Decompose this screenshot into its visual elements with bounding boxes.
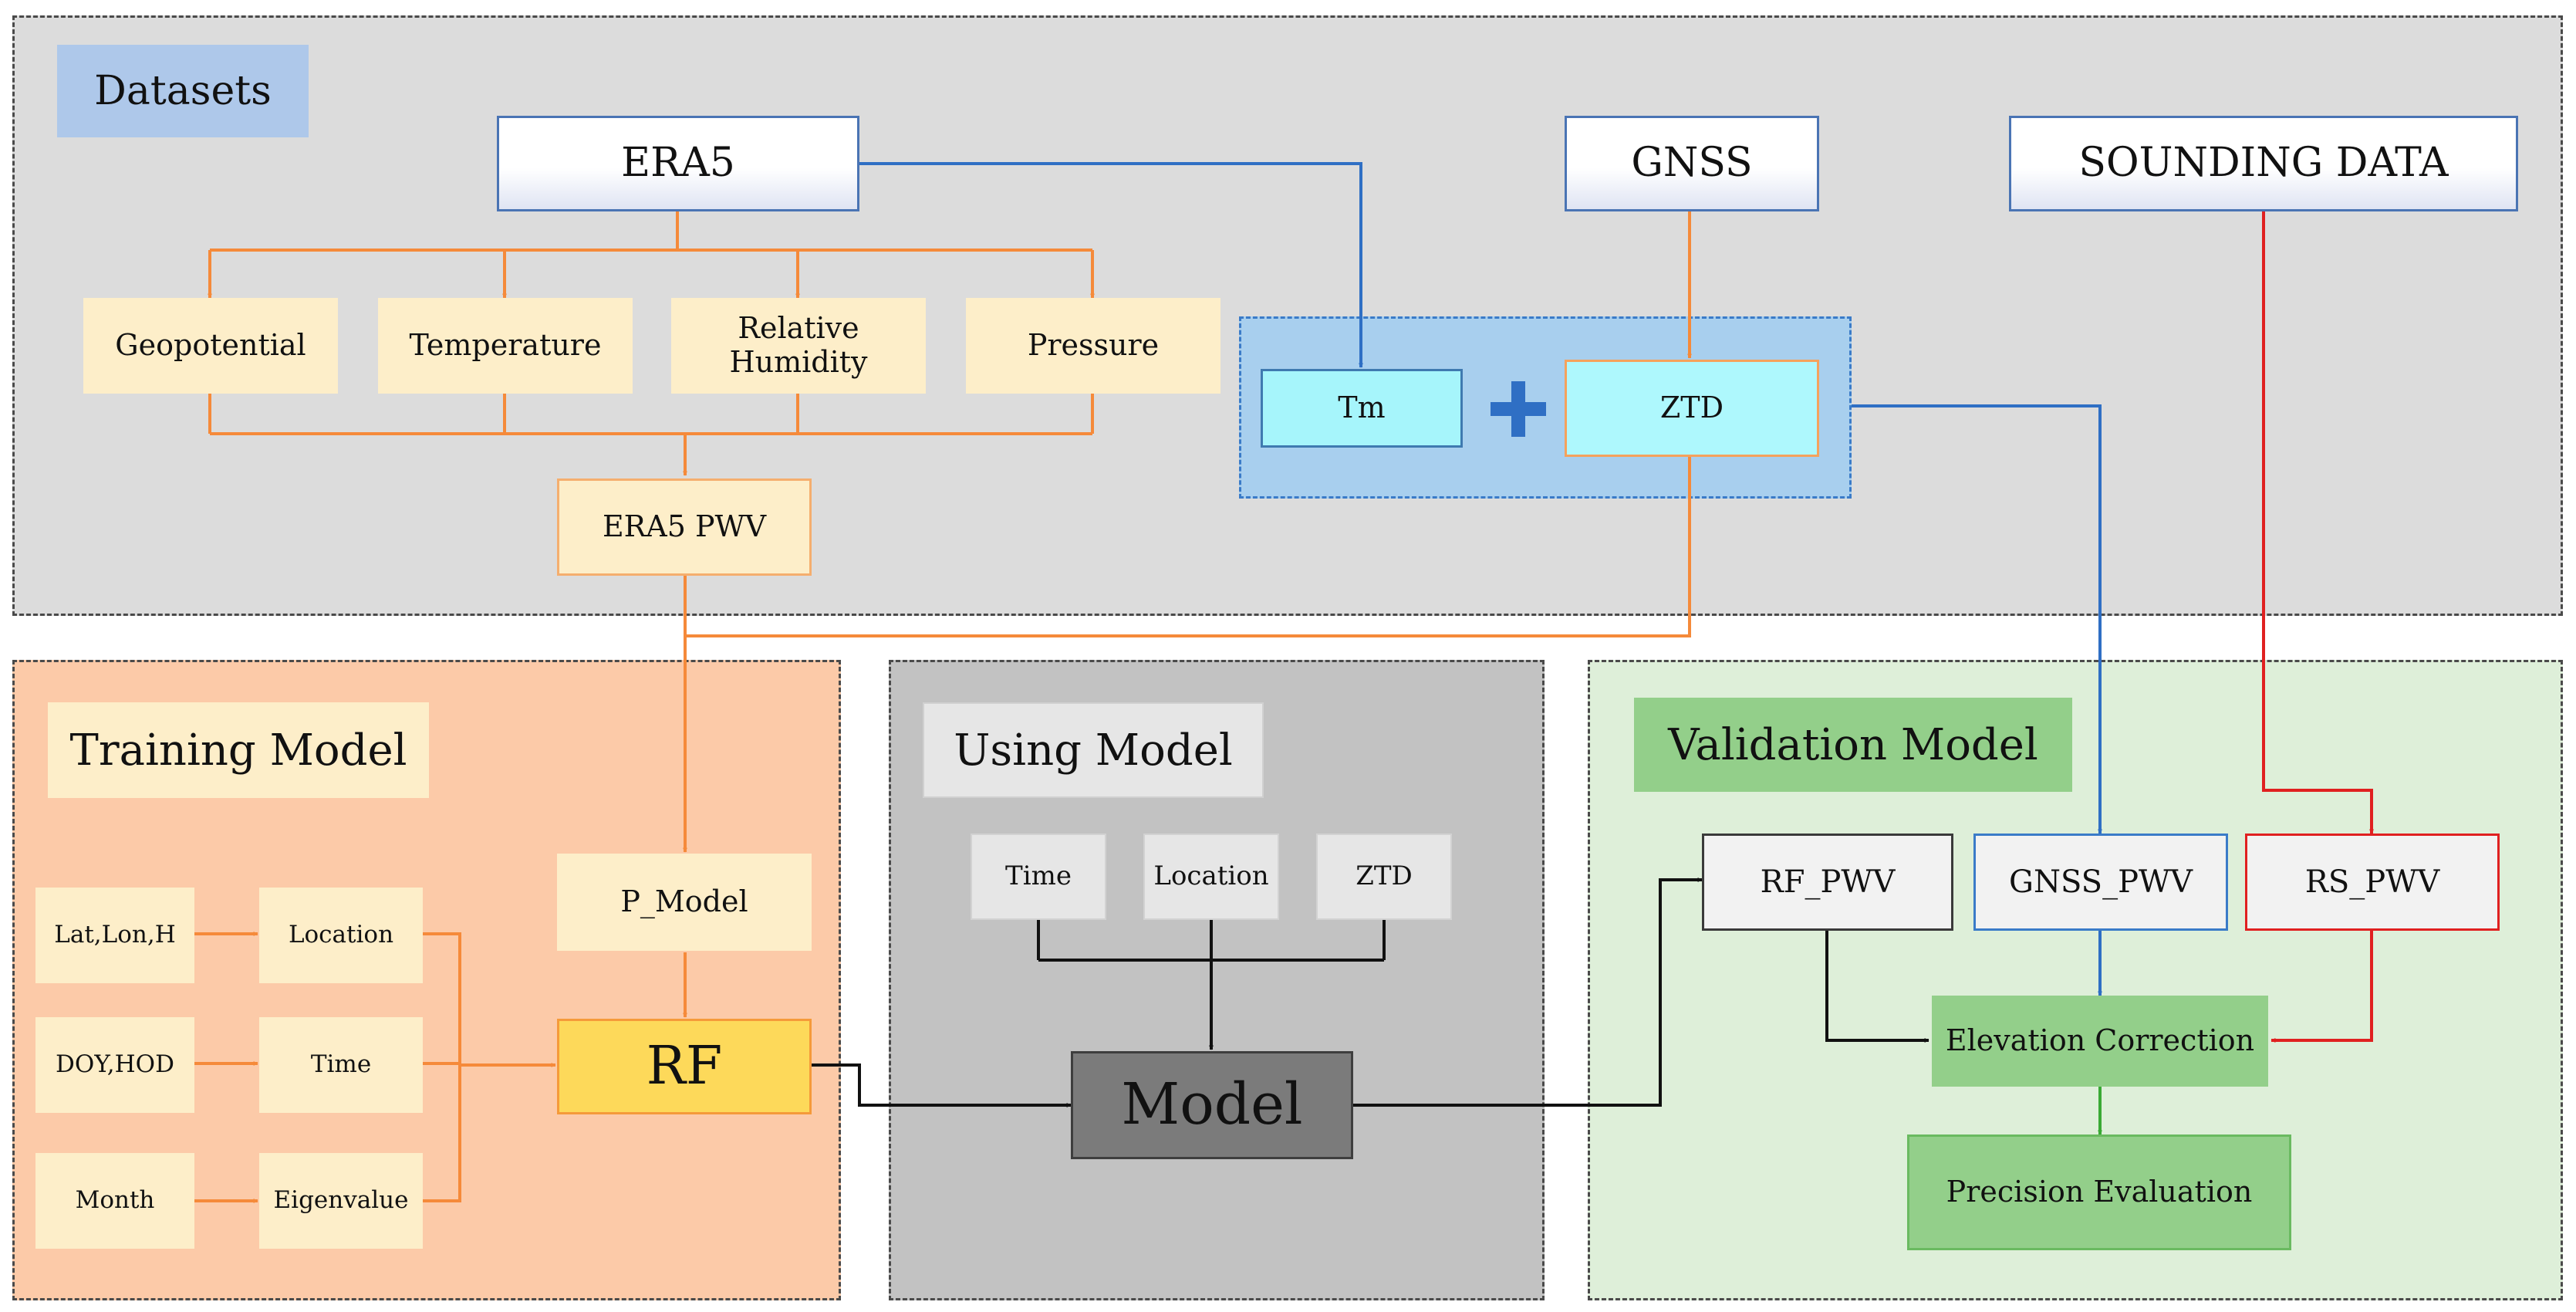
feature-location: Location	[259, 888, 423, 983]
feature-time: Time	[259, 1017, 423, 1113]
rs-pwv-box: RS_PWV	[2245, 834, 2500, 931]
sounding-to-rs-pwv	[2262, 210, 2374, 834]
var-geopotential: Geopotential	[83, 298, 338, 394]
training-title: Training Model	[48, 702, 429, 798]
var-relative-humidity: Relative Humidity	[671, 298, 926, 394]
elevation-correction-box: Elevation Correction	[1932, 996, 2268, 1087]
feature-eigenvalue: Eigenvalue	[259, 1153, 423, 1249]
precision-evaluation-box: Precision Evaluation	[1907, 1134, 2291, 1250]
using-input-ztd: ZTD	[1316, 834, 1452, 920]
features-bus	[421, 932, 461, 1202]
plus-icon	[1491, 381, 1546, 437]
ztd-box: ZTD	[1565, 360, 1819, 457]
rs-pwv-to-elevation	[2270, 931, 2373, 1043]
datasets-title: Datasets	[57, 45, 309, 137]
using-title: Using Model	[923, 702, 1264, 798]
input-lat-lon-h: Lat,Lon,H	[35, 888, 194, 983]
era5-to-tm	[858, 162, 1363, 368]
var-temperature: Temperature	[378, 298, 633, 394]
gnss-source-box: GNSS	[1565, 116, 1819, 211]
using-input-location: Location	[1143, 834, 1279, 920]
gnss-pwv-box: GNSS_PWV	[1973, 834, 2228, 931]
var-pressure: Pressure	[966, 298, 1220, 394]
using-inputs-bus	[1037, 918, 1386, 962]
input-month: Month	[35, 1153, 194, 1249]
era5-pwv-box: ERA5 PWV	[557, 478, 812, 576]
ztd-to-pmodel	[685, 455, 1691, 637]
input-doy-hod: DOY,HOD	[35, 1017, 194, 1113]
validation-title: Validation Model	[1634, 698, 2072, 792]
model-box: Model	[1071, 1051, 1353, 1159]
model-to-rf-pwv	[1352, 877, 1703, 1107]
era5-var-bus	[210, 208, 1092, 252]
sounding-source-box: SOUNDING DATA	[2009, 116, 2518, 211]
era5-source-box: ERA5	[497, 116, 859, 211]
p-model-box: P_Model	[557, 854, 812, 951]
rf-box: RF	[557, 1019, 812, 1114]
rf-pwv-box: RF_PWV	[1702, 834, 1953, 931]
tm-box: Tm	[1261, 369, 1463, 448]
rf-pwv-to-elevation	[1825, 931, 1929, 1043]
ztd-to-gnss-pwv	[1852, 404, 2102, 834]
var-merge-bus	[208, 392, 1094, 435]
using-input-time: Time	[971, 834, 1106, 920]
rf-to-model	[810, 1063, 1072, 1107]
